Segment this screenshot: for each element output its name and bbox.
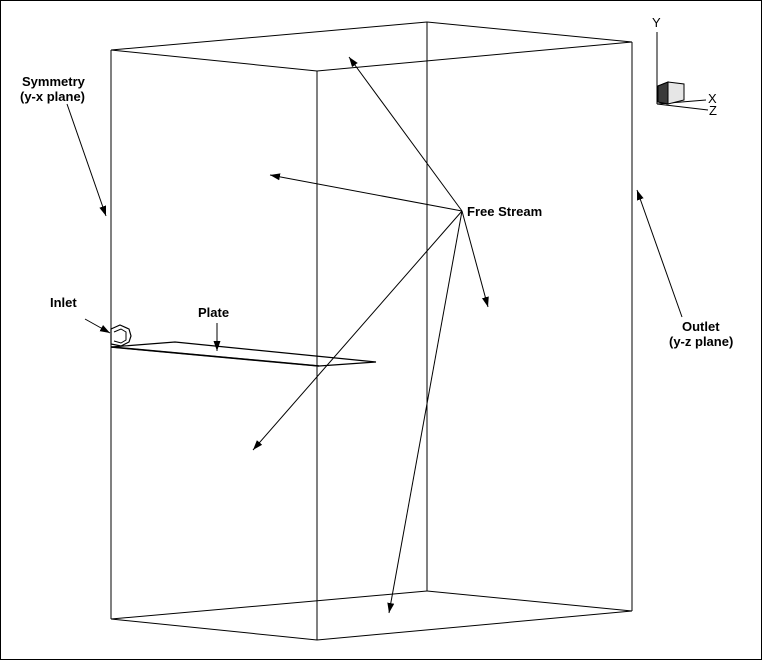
arrow-free-stream-left [269,173,463,212]
label-symmetry-line2: (y-x plane) [20,89,85,104]
axes-triad: Y X Z [652,15,717,118]
free-stream-arrows [252,56,489,614]
box-edge-bottom-front [316,610,633,641]
arrow-free-stream-down-left [252,210,463,451]
label-free-stream: Free Stream [467,204,542,219]
label-outlet-line1: Outlet [682,319,720,334]
triad-z-axis [656,103,709,111]
label-plate: Plate [198,305,229,320]
arrow-symmetry [66,103,107,217]
label-symmetry-line1: Symmetry [22,74,86,89]
triad-label-z: Z [709,103,717,118]
triad-label-y: Y [652,15,661,30]
box-edge-bottom-right [426,590,633,612]
arrow-outlet [636,189,683,318]
arrow-free-stream-bottom [387,210,463,614]
plate-shape [110,341,377,367]
box-edge-bottom-left [110,618,318,641]
box-edge-bottom-back [110,590,428,620]
box-edge-top-back [110,21,428,51]
box-edge-top-left [110,49,318,72]
arrow-free-stream-down-right [461,210,489,308]
triad-label-x: X [708,91,717,106]
inlet-nozzle [110,324,132,347]
box-edge-top-front [316,41,633,72]
label-inlet: Inlet [50,295,77,310]
computational-box [110,21,633,641]
plate-leading-edge [110,346,320,367]
triad-cube-dark-face [657,81,669,105]
arrow-inlet [84,318,111,334]
box-edge-top-right [426,21,633,43]
arrow-free-stream-top [348,56,463,212]
label-outlet-line2: (y-z plane) [669,334,733,349]
